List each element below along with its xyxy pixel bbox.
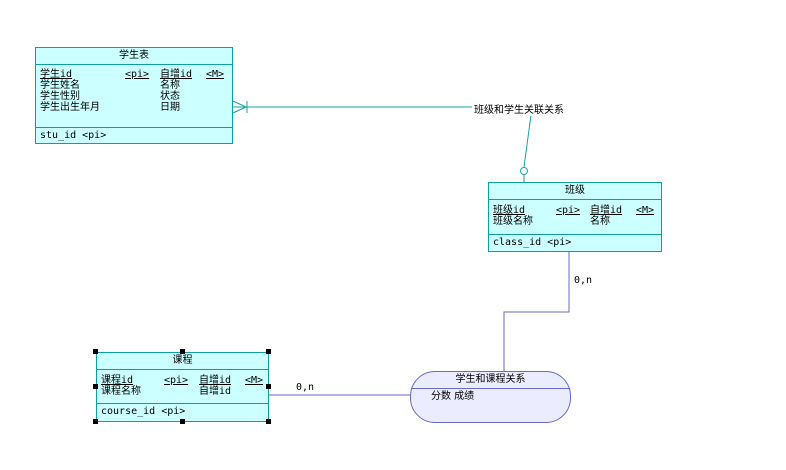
course-id-pi: <pi>	[164, 375, 189, 386]
student-gender-type: 状态	[160, 91, 180, 102]
class-id-pi: <pi>	[556, 205, 581, 216]
course-key: course_id <pi>	[101, 406, 186, 417]
class-entity[interactable]: 班级 班级id <pi> 自增id <M> 班级名称 名称 class_id <…	[488, 182, 662, 252]
student-course-relation-attrs: 分数 成绩	[431, 391, 475, 402]
class-id-type: 自增id	[590, 205, 623, 216]
resize-handle-n[interactable]	[180, 349, 185, 354]
student-course-relation-title: 学生和课程关系	[411, 373, 570, 389]
class-entity-title: 班级	[489, 183, 661, 200]
student-fork-bottom	[232, 106, 247, 114]
resize-handle-e[interactable]	[266, 384, 271, 389]
student-name-type: 名称	[160, 80, 180, 91]
student-fork-top	[232, 100, 247, 108]
class-student-relation-label[interactable]: 班级和学生关联关系	[474, 101, 564, 116]
course-id-mandatory: <M>	[245, 375, 264, 386]
course-name-type: 自增id	[199, 386, 232, 397]
student-birth-type: 日期	[160, 102, 180, 113]
course-id-type: 自增id	[199, 375, 232, 386]
course-entity-title: 课程	[97, 353, 268, 370]
class-id-mandatory: <M>	[636, 205, 655, 216]
course-relation-cardinality: 0,n	[296, 382, 315, 393]
student-id-pi: <pi>	[125, 69, 150, 80]
resize-handle-ne[interactable]	[266, 349, 271, 354]
class-optional-circle	[520, 167, 528, 175]
student-entity-title: 学生表	[36, 48, 232, 65]
student-entity[interactable]: 学生表 学生id <pi> 自增id <M> 学生姓名 名称 学生性别 状态 学…	[35, 47, 233, 144]
class-name-attr: 班级名称	[493, 216, 533, 227]
label-to-class-link[interactable]	[523, 114, 532, 168]
student-name-attr: 学生姓名	[40, 80, 80, 91]
student-course-relation[interactable]: 学生和课程关系 分数 成绩	[410, 371, 571, 423]
class-relation-link[interactable]	[503, 252, 570, 371]
student-id-mandatory: <M>	[206, 69, 225, 80]
class-key: class_id <pi>	[493, 237, 572, 248]
resize-handle-nw[interactable]	[93, 349, 98, 354]
course-id-attr: 课程id	[101, 375, 134, 386]
student-gender-attr: 学生性别	[40, 91, 80, 102]
resize-handle-s[interactable]	[180, 419, 185, 424]
resize-handle-sw[interactable]	[93, 419, 98, 424]
student-key: stu_id <pi>	[40, 130, 107, 141]
resize-handle-se[interactable]	[266, 419, 271, 424]
class-id-attr: 班级id	[493, 205, 526, 216]
resize-handle-w[interactable]	[93, 384, 98, 389]
student-birth-attr: 学生出生年月	[40, 102, 100, 113]
student-attributes: 学生id <pi> 自增id <M> 学生姓名 名称 学生性别 状态 学生出生年…	[36, 65, 232, 128]
student-id-type: 自增id	[160, 69, 193, 80]
class-name-type: 名称	[590, 216, 610, 227]
course-entity[interactable]: 课程 课程id <pi> 自增id <M> 课程名称 自增id course_i…	[96, 352, 269, 422]
course-name-attr: 课程名称	[101, 386, 141, 397]
student-id-attr: 学生id	[40, 69, 73, 80]
class-attributes: 班级id <pi> 自增id <M> 班级名称 名称	[489, 200, 661, 235]
class-relation-cardinality: 0,n	[574, 275, 593, 286]
course-attributes: 课程id <pi> 自增id <M> 课程名称 自增id	[97, 370, 268, 404]
